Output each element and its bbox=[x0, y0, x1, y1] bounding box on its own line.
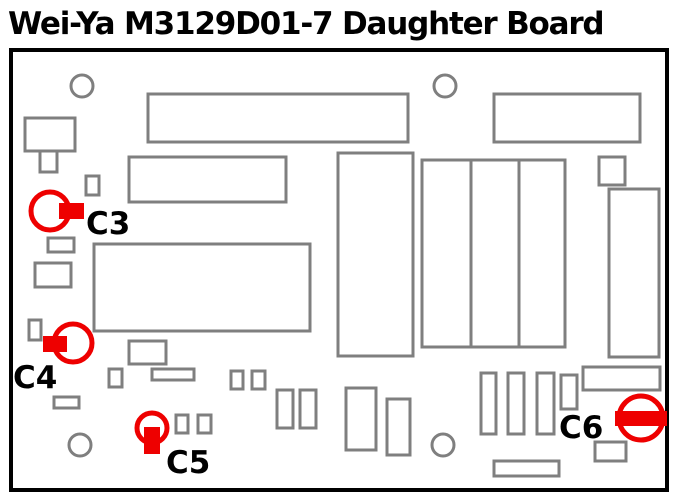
component bbox=[344, 386, 378, 452]
component bbox=[23, 116, 77, 153]
capacitor-c5-marker bbox=[134, 410, 170, 454]
component bbox=[559, 373, 579, 411]
component bbox=[420, 158, 567, 349]
capacitor-c6-label: C6 bbox=[559, 410, 603, 446]
mounting-hole bbox=[69, 73, 95, 99]
mounting-hole bbox=[430, 432, 456, 458]
component bbox=[46, 236, 76, 254]
component bbox=[127, 155, 288, 204]
component bbox=[52, 395, 81, 410]
component bbox=[607, 187, 661, 359]
capacitor-c4-marker bbox=[43, 321, 95, 365]
component bbox=[84, 174, 101, 197]
component bbox=[174, 413, 190, 435]
component bbox=[27, 318, 43, 342]
component bbox=[33, 261, 73, 289]
capacitor-c6-marker bbox=[615, 393, 667, 443]
component bbox=[250, 369, 267, 391]
component bbox=[298, 388, 318, 430]
component bbox=[479, 371, 498, 436]
capacitor-c3-label: C3 bbox=[86, 206, 130, 242]
diagram-title: Wei-Ya M3129D01-7 Daughter Board bbox=[8, 6, 605, 42]
board-outline bbox=[9, 48, 669, 492]
component bbox=[385, 397, 412, 457]
capacitor-c5-label: C5 bbox=[166, 445, 210, 481]
component bbox=[581, 365, 662, 392]
component bbox=[146, 92, 410, 144]
mounting-hole bbox=[67, 432, 93, 458]
capacitor-c4-label: C4 bbox=[13, 360, 57, 396]
component bbox=[107, 367, 124, 389]
component bbox=[275, 388, 295, 430]
component bbox=[150, 367, 196, 382]
component bbox=[535, 371, 556, 436]
component bbox=[593, 440, 628, 463]
component bbox=[196, 413, 213, 435]
component bbox=[336, 151, 415, 358]
component bbox=[229, 369, 245, 391]
capacitor-c3-marker bbox=[28, 189, 84, 233]
component bbox=[38, 149, 59, 174]
component bbox=[127, 339, 168, 366]
component bbox=[92, 242, 312, 333]
mounting-hole bbox=[432, 73, 458, 99]
component bbox=[506, 371, 526, 436]
component bbox=[597, 155, 627, 187]
component bbox=[492, 459, 561, 478]
component bbox=[492, 92, 642, 144]
